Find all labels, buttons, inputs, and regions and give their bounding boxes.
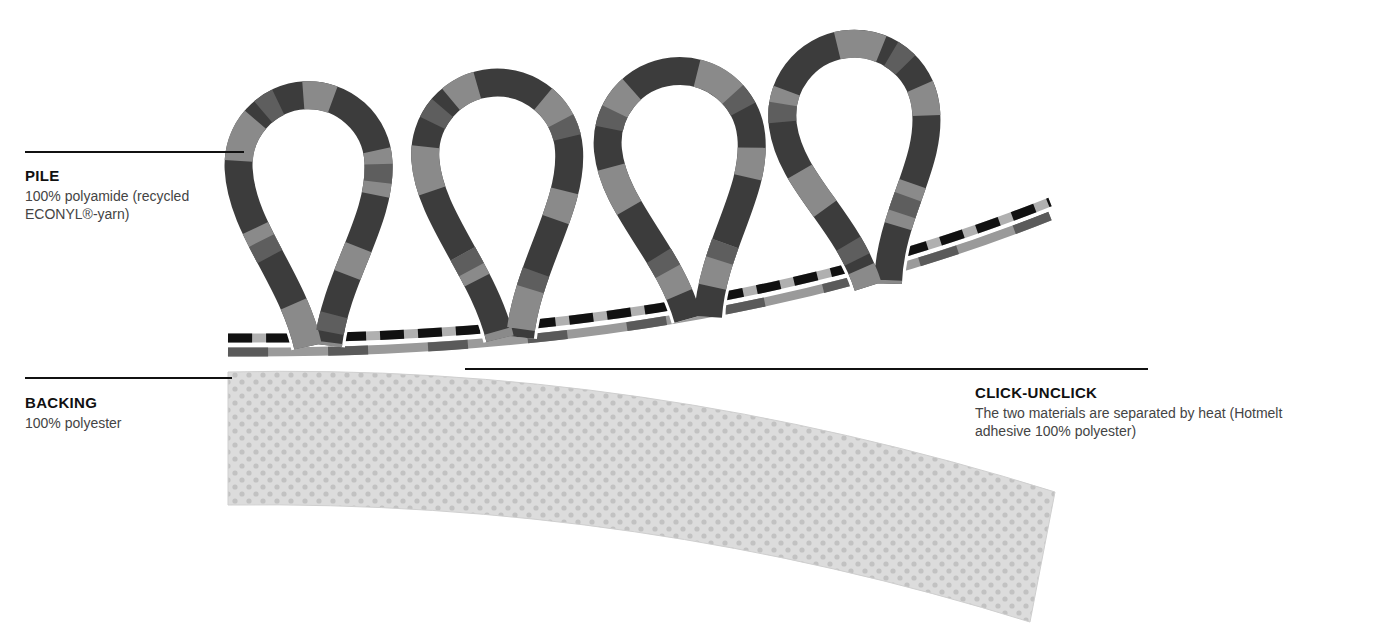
pile-loop xyxy=(420,78,582,343)
pile-loop xyxy=(600,64,769,326)
material-note: 100% polyester xyxy=(25,414,225,432)
pile-loop xyxy=(420,78,582,343)
pile-loop xyxy=(600,64,769,326)
leader-lines xyxy=(25,152,1148,378)
part-name: BACKING xyxy=(25,393,225,413)
backing-layer xyxy=(228,371,1055,622)
pile-loop xyxy=(773,34,949,295)
part-name: CLICK-UNCLICK xyxy=(975,383,1335,403)
pile-loop xyxy=(773,34,949,295)
pile-loops xyxy=(235,34,949,349)
pile-loop xyxy=(600,64,769,326)
pile-loop xyxy=(420,78,582,343)
pile-loop xyxy=(773,34,949,295)
pile-loop xyxy=(773,34,949,295)
part-name: PILE xyxy=(25,166,225,186)
pile-loop xyxy=(600,64,769,326)
pile-loop xyxy=(420,78,582,343)
pile-loop xyxy=(235,92,388,350)
pile-loop xyxy=(235,92,388,350)
material-note: 100% polyamide (recycled ECONYL®-yarn) xyxy=(25,187,225,223)
pile-loop xyxy=(235,92,388,350)
pile-loop xyxy=(235,92,388,350)
process-note: The two materials are separated by heat … xyxy=(975,404,1315,440)
